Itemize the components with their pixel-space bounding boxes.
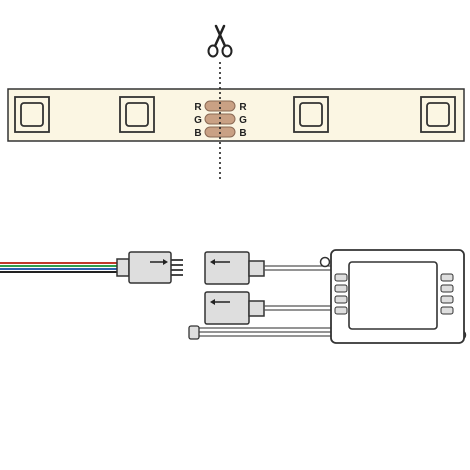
power-lead bbox=[188, 325, 331, 340]
female-connector-upper bbox=[204, 251, 265, 285]
solder-pad-r bbox=[204, 100, 236, 112]
controller-panel bbox=[348, 261, 438, 330]
controller-cable-upper bbox=[264, 265, 331, 271]
pad-label-right-b: B bbox=[239, 128, 246, 139]
arrow-right-icon bbox=[150, 259, 168, 265]
led-chip bbox=[119, 96, 155, 133]
pad-label-right-r: R bbox=[239, 102, 247, 113]
male-connector bbox=[116, 251, 183, 284]
led-strip: R G B R G B bbox=[7, 88, 465, 142]
arrow-left-icon bbox=[210, 299, 230, 305]
pad-label-left-g: G bbox=[194, 115, 202, 126]
strip-body bbox=[7, 88, 465, 142]
controller-cable-lower bbox=[264, 305, 331, 311]
ribbon-cable bbox=[0, 262, 120, 273]
scissors-icon bbox=[207, 24, 233, 58]
controller-box bbox=[319, 249, 467, 344]
led-chip bbox=[293, 96, 329, 133]
female-connector-lower bbox=[204, 291, 265, 325]
pad-label-left-r: R bbox=[194, 102, 202, 113]
pad-label-right-g: G bbox=[239, 115, 247, 126]
mounting-tab-top bbox=[319, 256, 331, 268]
arrow-left-icon bbox=[210, 259, 230, 265]
pad-label-left-b: B bbox=[194, 128, 201, 139]
led-chip bbox=[420, 96, 456, 133]
power-plug bbox=[188, 325, 200, 340]
solder-pads bbox=[204, 100, 236, 138]
led-chip bbox=[14, 96, 50, 133]
